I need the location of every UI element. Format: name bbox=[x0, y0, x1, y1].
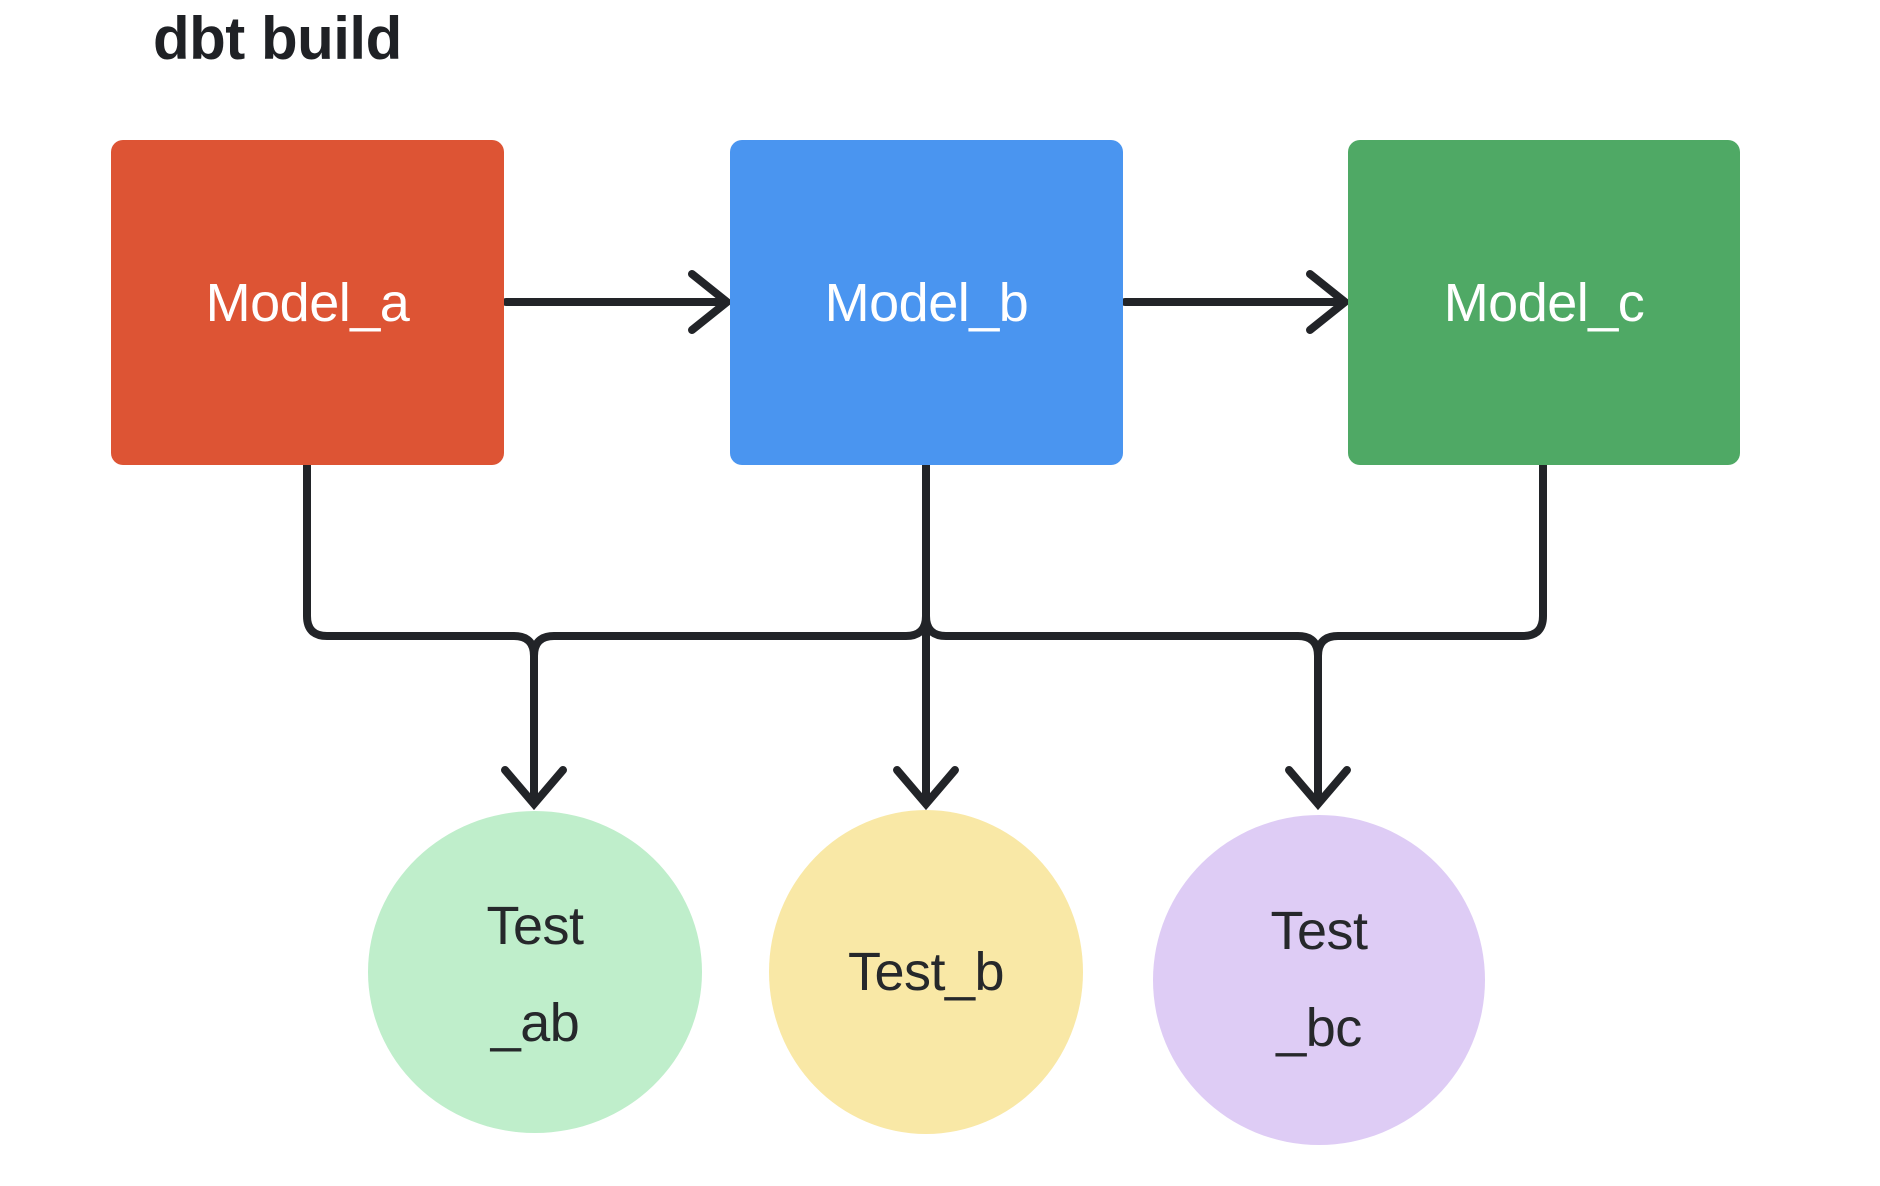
node-test-bc-label-line2: _bc bbox=[1276, 998, 1362, 1058]
node-model-c: Model_c bbox=[1348, 140, 1740, 465]
node-model-a-label: Model_a bbox=[205, 272, 410, 333]
arrowhead-test-bc bbox=[1285, 766, 1351, 811]
arrowhead-model-b bbox=[688, 270, 734, 334]
node-test-ab: Test _ab bbox=[368, 811, 702, 1133]
node-test-b-label-line1: Test_b bbox=[847, 941, 1005, 1002]
arrowhead-test-b bbox=[893, 766, 959, 811]
node-test-bc-label-line1: Test bbox=[1270, 901, 1368, 961]
node-test-ab-label-line1: Test bbox=[486, 896, 584, 956]
node-test-bc: Test _bc bbox=[1153, 815, 1485, 1145]
node-test-ab-label-line2: _ab bbox=[490, 993, 580, 1053]
node-model-c-label: Model_c bbox=[1443, 272, 1645, 333]
node-model-a: Model_a bbox=[111, 140, 504, 465]
arrowhead-test-ab bbox=[501, 766, 567, 811]
edge-model-b-to-test-ab bbox=[530, 461, 930, 806]
node-model-b-label: Model_b bbox=[824, 272, 1029, 333]
edge-model-c-to-test-bc bbox=[1314, 461, 1547, 806]
edge-model-b-to-test-bc bbox=[922, 461, 1322, 806]
arrowhead-model-c bbox=[1306, 270, 1352, 334]
node-model-b: Model_b bbox=[730, 140, 1123, 465]
edge-model-a-to-test-ab bbox=[303, 461, 538, 806]
node-test-b: Test_b bbox=[769, 810, 1083, 1134]
diagram-title: dbt build bbox=[153, 5, 402, 72]
